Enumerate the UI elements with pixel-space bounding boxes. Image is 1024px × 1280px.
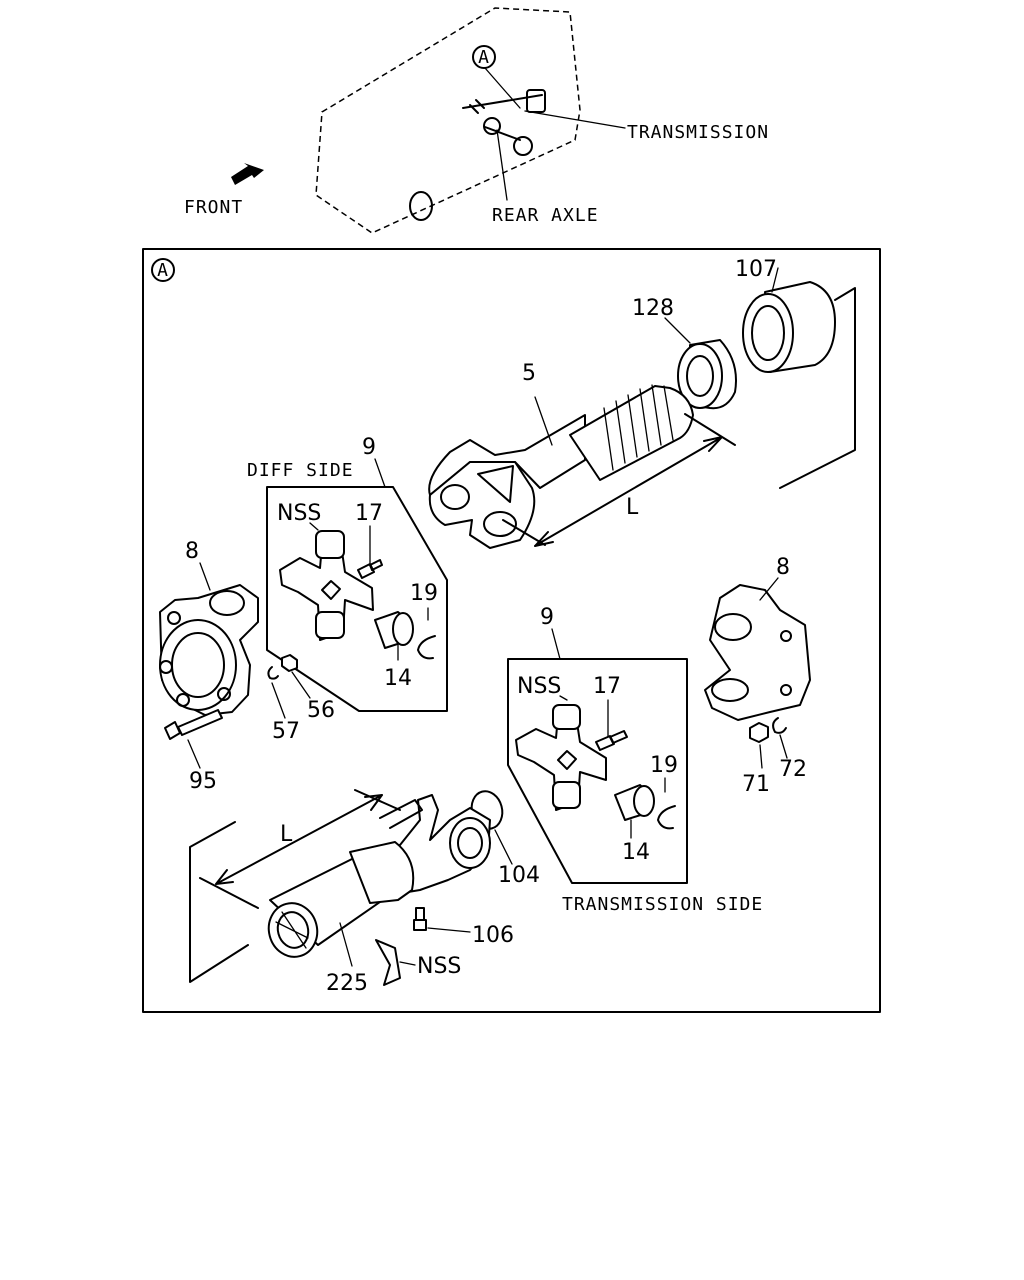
callout-19-diff: 19 [410, 581, 438, 606]
callout-225: 225 [326, 971, 368, 996]
transmission-side-kit [507, 628, 688, 884]
front-arrow-icon [231, 163, 264, 185]
detail-frame [142, 248, 881, 1013]
callout-14-transmission: 14 [622, 840, 650, 865]
transmission-label: TRANSMISSION [627, 122, 769, 143]
dimension-l-bottom: L [189, 789, 401, 983]
part-8-flange-yoke-left [159, 562, 311, 769]
nss-transmission: NSS [517, 674, 561, 699]
callout-95: 95 [189, 769, 217, 794]
callout-nss: NSS [417, 954, 461, 979]
dimension-l-bottom-label: L [280, 822, 293, 847]
detail-view-marker: A [157, 260, 169, 281]
front-label: FRONT [184, 197, 243, 218]
callout-104: 104 [498, 863, 540, 888]
dimension-l-top-label: L [626, 495, 639, 520]
nss-strap [375, 939, 416, 986]
vehicle-overview: A TRANSMISSION REAR AXLE FRONT [184, 7, 769, 234]
part-5-slip-yoke [428, 384, 694, 549]
callout-5: 5 [522, 361, 536, 386]
callout-19-transmission: 19 [650, 753, 678, 778]
callout-8-right: 8 [776, 555, 790, 580]
dimension-l-top: L [502, 413, 736, 547]
overview-view-marker-circle [472, 45, 496, 69]
rear-axle-label: REAR AXLE [492, 205, 599, 226]
overview-view-marker: A [478, 47, 490, 68]
callout-72: 72 [779, 757, 807, 782]
diff-side-kit [266, 458, 448, 712]
callout-56: 56 [307, 698, 335, 723]
callout-106: 106 [472, 923, 514, 948]
transmission-side-label: TRANSMISSION SIDE [562, 894, 763, 915]
callout-8-left: 8 [185, 539, 199, 564]
callout-9-transmission: 9 [540, 605, 554, 630]
callout-17-diff: 17 [355, 501, 383, 526]
callout-128: 128 [632, 296, 674, 321]
callout-14-diff: 14 [384, 666, 412, 691]
part-225-yoke-tube [267, 794, 491, 967]
part-107-sleeve [742, 267, 836, 373]
diff-side-label: DIFF SIDE [247, 460, 354, 481]
part-106-grease-fitting [413, 907, 471, 933]
callout-71: 71 [742, 772, 770, 797]
part-128-seal [664, 317, 737, 410]
callout-17-transmission: 17 [593, 674, 621, 699]
callout-9-diff: 9 [362, 435, 376, 460]
part-8-yoke-right [704, 577, 811, 769]
nss-diff: NSS [277, 501, 321, 526]
callout-107: 107 [735, 257, 777, 282]
callout-57: 57 [272, 719, 300, 744]
